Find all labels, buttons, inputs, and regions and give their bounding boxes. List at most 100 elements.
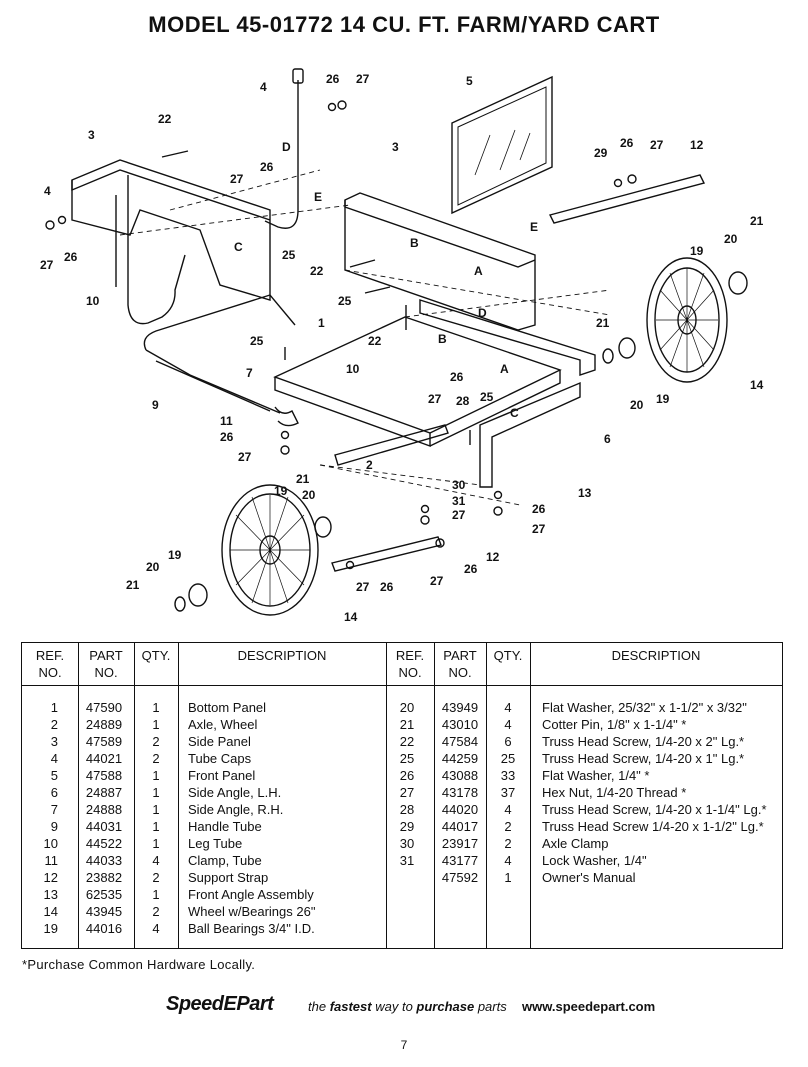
handle-tube (143, 294, 296, 351)
cell-desc: Truss Head Screw, 1/4-20 x 2" Lg.* (542, 734, 745, 749)
callout: 19 (168, 548, 182, 562)
callout: 11 (220, 414, 233, 428)
header-qty-right: QTY. (493, 648, 523, 663)
callout: 20 (630, 398, 644, 412)
cell-qty: 2 (152, 904, 160, 919)
axle (334, 424, 449, 466)
callout: 26 (464, 562, 478, 576)
cell-qty: 37 (500, 785, 516, 800)
cell-ref: 13 (43, 887, 58, 902)
cell-qty: 1 (152, 819, 160, 834)
brand-url[interactable]: www.speedepart.com (522, 999, 656, 1014)
cell-qty: 2 (152, 734, 160, 749)
callout: 27 (650, 138, 664, 152)
cell-desc: Side Panel (188, 734, 251, 749)
header-part-left: PART NO. (89, 648, 123, 680)
callout: E (530, 220, 538, 234)
cell-ref: 28 (399, 802, 415, 817)
cell-desc: Cotter Pin, 1/8" x 1-1/4" * (542, 717, 687, 732)
cell-desc: Owner's Manual (542, 870, 636, 885)
cell-qty: 1 (504, 870, 512, 885)
callout: 26 (64, 250, 78, 264)
callout: 19 (690, 244, 704, 258)
cell-part: 43945 (85, 904, 123, 919)
cell-qty: 2 (152, 751, 160, 766)
callout: 26 (620, 136, 634, 150)
cell-qty: 4 (152, 853, 160, 868)
callout: 29 (594, 146, 608, 160)
callout: 19 (656, 392, 670, 406)
cell-desc: Hex Nut, 1/4-20 Thread * (542, 785, 687, 800)
cell-part: 47592 (441, 870, 479, 885)
cell-qty: 1 (152, 836, 160, 851)
cell-qty: 4 (504, 700, 512, 715)
support-strap-upper (548, 174, 706, 224)
cell-qty: 25 (500, 751, 516, 766)
callout: 21 (750, 214, 764, 228)
cell-part: 43010 (441, 717, 479, 732)
header-desc-left: DESCRIPTION (237, 648, 327, 663)
cell-ref: 29 (399, 819, 415, 834)
cell-desc: Leg Tube (188, 836, 243, 851)
exploded-parts-diagram: 4 26 27 5 3 22 D 3 29 26 27 12 4 27 26 E… (40, 68, 764, 624)
cell-desc: Lock Washer, 1/4" (542, 853, 647, 868)
callout: 27 (428, 392, 442, 406)
callout: 27 (230, 172, 244, 186)
cell-qty: 1 (152, 802, 160, 817)
side-panel-right (344, 192, 536, 331)
header-ref-left: REF. NO. (35, 648, 65, 680)
cell-part: 44016 (85, 921, 123, 936)
callout: B (410, 236, 419, 250)
cell-desc: Truss Head Screw, 1/4-20 x 1" Lg.* (542, 751, 745, 766)
callout: A (500, 362, 509, 376)
cell-ref: 6 (50, 785, 58, 800)
callout: 20 (302, 488, 316, 502)
wheel-left (221, 484, 319, 616)
cell-part: 43178 (441, 785, 479, 800)
callout: 31 (452, 494, 466, 508)
table-row: 47592 1 Owner's Manual (22, 869, 782, 886)
callout: 26 (532, 502, 546, 516)
cell-qty: 2 (504, 819, 512, 834)
cell-qty: 6 (504, 734, 512, 749)
cell-qty: 4 (504, 802, 512, 817)
callout: 22 (368, 334, 382, 348)
callout: 26 (260, 160, 274, 174)
callout: 7 (246, 366, 253, 380)
callout: 4 (260, 80, 267, 94)
callout: 26 (380, 580, 394, 594)
cell-desc: Support Strap (188, 870, 269, 885)
cell-part: 23882 (85, 870, 123, 885)
callout: 27 (430, 574, 444, 588)
cell-ref: 31 (399, 853, 415, 868)
side-angle (419, 299, 596, 376)
cell-qty: 1 (152, 785, 160, 800)
leg-tube (127, 175, 186, 325)
cell-qty: 2 (504, 836, 512, 851)
callout: 27 (238, 450, 252, 464)
cell-desc: Tube Caps (188, 751, 252, 766)
callout: A (474, 264, 483, 278)
cell-desc: Flat Washer, 25/32" x 1-1/2" x 3/32" (542, 700, 747, 715)
callout: 26 (450, 370, 464, 384)
callout: 21 (596, 316, 610, 330)
callout: 27 (356, 580, 370, 594)
cell-ref: 22 (399, 734, 415, 749)
cell-desc: Truss Head Screw, 1/4-20 x 1-1/4" Lg.* (542, 802, 767, 817)
cell-desc: Side Angle, R.H. (188, 802, 284, 817)
cell-qty: 1 (152, 700, 160, 715)
front-angle-assembly (479, 381, 581, 488)
callout: 5 (466, 74, 473, 88)
callout: D (478, 306, 487, 320)
brand-logo: SpeedEPart (166, 993, 274, 1015)
callout: 22 (310, 264, 324, 278)
cell-desc: Clamp, Tube (188, 853, 262, 868)
parts-list-table: REF. NO. PART NO. QTY. DESCRIPTION REF. … (21, 642, 783, 949)
callout: 6 (604, 432, 611, 446)
callout: 3 (392, 140, 399, 154)
callout: 10 (346, 362, 360, 376)
callout: 27 (356, 72, 370, 86)
